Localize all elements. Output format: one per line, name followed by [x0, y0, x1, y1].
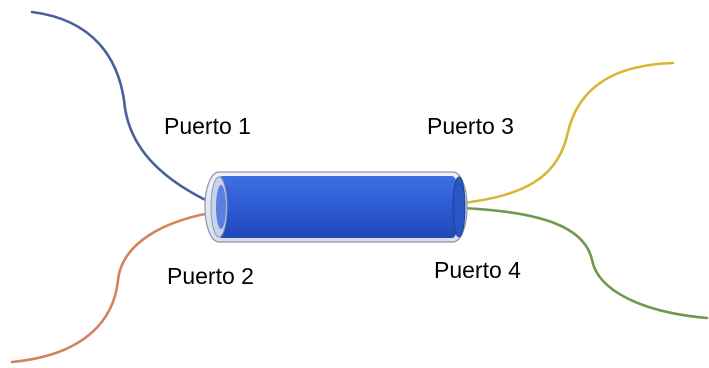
- port-3-label: Puerto 3: [427, 113, 514, 139]
- coupler-core: [214, 176, 460, 238]
- fiber-port-3: [460, 61, 675, 205]
- fiber-port-2: [10, 209, 224, 364]
- coupler-left-end-inner: [216, 185, 226, 229]
- port-1-label: Puerto 1: [164, 113, 251, 139]
- fiber-port-4: [460, 206, 709, 320]
- port-2-label: Puerto 2: [167, 263, 254, 289]
- fiber-port-1: [30, 10, 220, 208]
- port-4-label: Puerto 4: [434, 257, 521, 283]
- coupler-right-end: [452, 176, 466, 238]
- coupler: [204, 171, 468, 243]
